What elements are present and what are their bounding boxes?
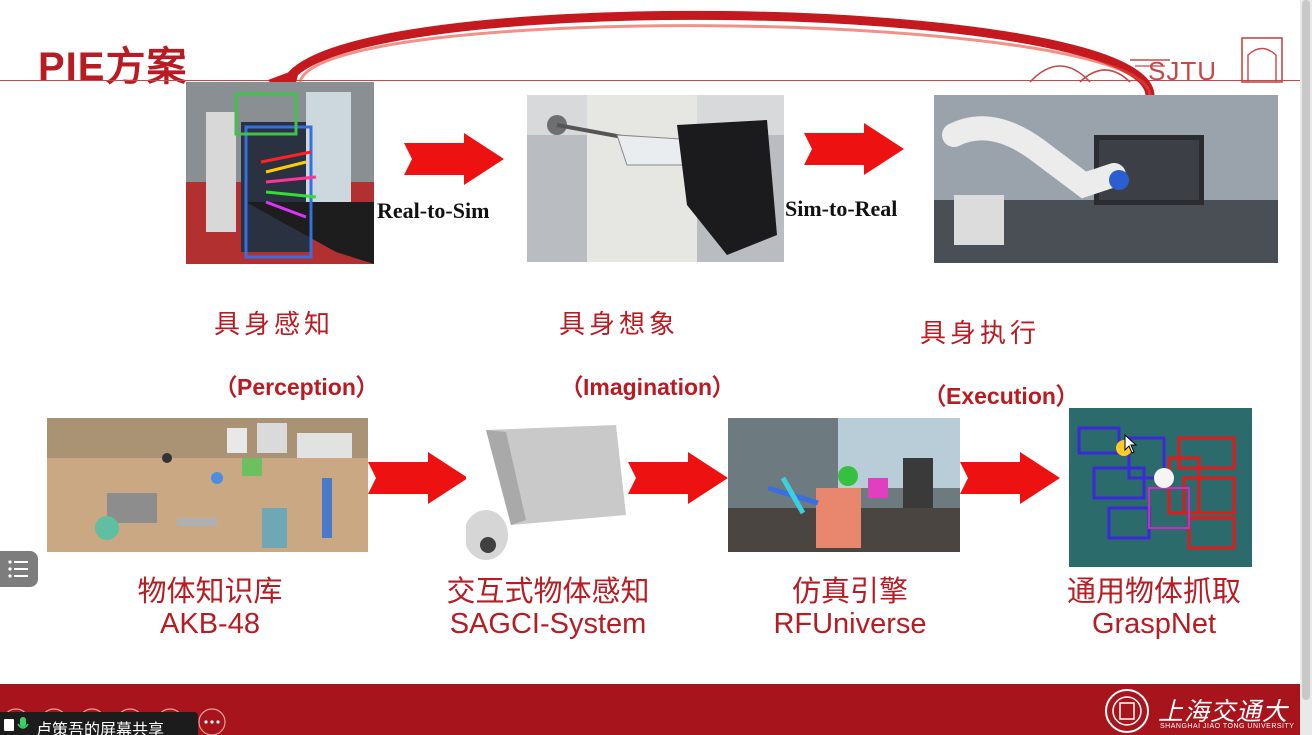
stage-perception-en: （Perception） (214, 374, 379, 400)
sim-to-real-arrow-icon (804, 123, 904, 175)
screen-share-bar[interactable] (0, 712, 198, 735)
imagination-sim-image (527, 95, 784, 262)
sjtu-logo-text: SJTU (1148, 56, 1217, 86)
real-to-sim-label: Real-to-Sim (377, 198, 490, 223)
stage-perception-zh: 具身感知 (214, 310, 335, 340)
scrollbar-thumb[interactable] (1302, 0, 1310, 700)
caption-akb-en: AKB-48 (160, 608, 260, 640)
perception-hand-image (186, 82, 374, 264)
microphone-icon[interactable] (2, 716, 34, 734)
vertical-scrollbar[interactable] (1300, 0, 1312, 735)
caption-sagci-en: SAGCI-System (449, 608, 647, 640)
list-menu-icon (8, 560, 28, 578)
caption-rfuniverse-en: RFUniverse (773, 608, 927, 640)
sagci-pointcloud-image (466, 410, 626, 562)
caption-akb-zh: 物体知识库 (137, 574, 283, 608)
slide-title: PIE方案 (38, 45, 188, 89)
university-name: 上海交通大学 (1158, 697, 1289, 735)
stage-imagination-zh: 具身想象 (559, 310, 680, 340)
stage-imagination-en: （Imagination） (560, 374, 736, 400)
caption-graspnet-zh: 通用物体抓取 (1066, 574, 1241, 608)
caption-graspnet-en: GraspNet (1091, 608, 1217, 640)
caption-rfuniverse-zh: 仿真引擎 (791, 574, 908, 608)
rfuniverse-to-graspnet-arrow-icon (960, 452, 1060, 504)
sjtu-emblem-icon (1105, 689, 1149, 733)
title-divider (0, 80, 1300, 81)
screen-share-label: 卢策吾的屏幕共享 (36, 720, 165, 735)
mouse-cursor-icon (1124, 434, 1138, 454)
sjtu-gate-logo-icon (1029, 37, 1283, 83)
caption-sagci-zh: 交互式物体感知 (446, 574, 650, 608)
stage-execution-en: （Execution） (923, 383, 1079, 409)
side-menu-button[interactable] (0, 551, 38, 587)
akb48-objects-image (47, 418, 368, 552)
university-subname: SHANGHAI JIAO TONG UNIVERSITY (1160, 723, 1295, 730)
real-to-sim-arrow-icon (404, 133, 504, 185)
stage-execution-zh: 具身执行 (920, 319, 1041, 349)
rfuniverse-scene-image (728, 418, 960, 552)
sim-to-real-label: Sim-to-Real (785, 196, 898, 221)
execution-robot-image (934, 95, 1278, 263)
graspnet-grasps-image (1069, 408, 1252, 567)
sagci-to-rfuniverse-arrow-icon (628, 452, 728, 504)
akb-to-sagci-arrow-icon (368, 452, 468, 504)
